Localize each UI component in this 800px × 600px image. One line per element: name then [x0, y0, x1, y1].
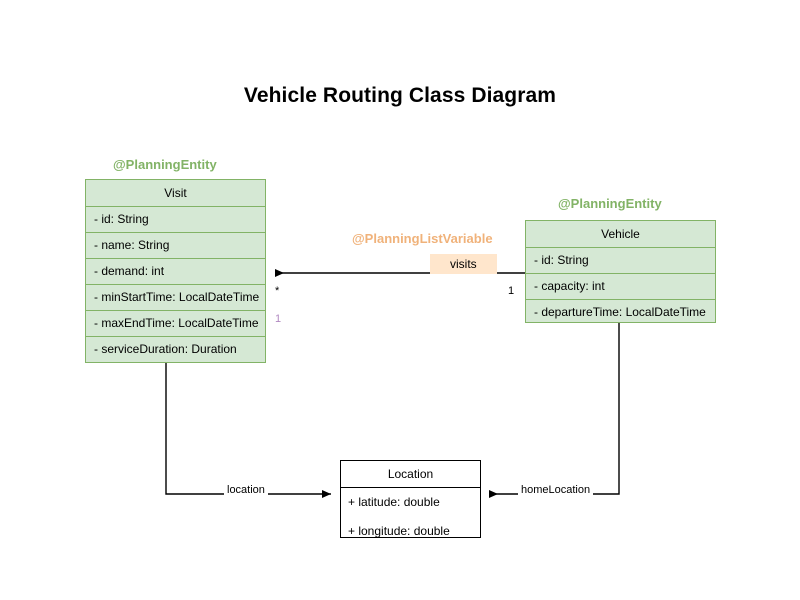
- edge-label-visits: visits: [430, 254, 497, 274]
- class-attribute: - demand: int: [86, 259, 265, 285]
- class-name-location: Location: [341, 461, 480, 488]
- multiplicity-visits-target: *: [275, 285, 280, 297]
- class-attribute: + longitude: double: [348, 524, 450, 538]
- class-box-location[interactable]: Location + latitude: double + longitude:…: [340, 460, 481, 538]
- edge-label-location: location: [224, 484, 268, 496]
- multiplicity-visits-source: 1: [508, 285, 515, 297]
- edge-home-location: [489, 323, 620, 498]
- class-attribute: - minStartTime: LocalDateTime: [86, 285, 265, 311]
- class-attribute: - maxEndTime: LocalDateTime: [86, 311, 265, 337]
- class-attribute: - name: String: [86, 233, 265, 259]
- edge-location: [165, 363, 331, 498]
- class-attribute: - id: String: [526, 248, 715, 274]
- class-box-visit[interactable]: Visit - id: String - name: String - dema…: [85, 179, 266, 363]
- annotation-visit-planning-entity: @PlanningEntity: [113, 157, 217, 172]
- annotation-vehicle-planning-entity: @PlanningEntity: [558, 196, 662, 211]
- class-attribute: - departureTime: LocalDateTime: [534, 305, 706, 319]
- class-attribute: - capacity: int: [526, 274, 715, 300]
- class-attribute: + latitude: double: [348, 495, 440, 509]
- class-name-vehicle: Vehicle: [526, 221, 715, 248]
- multiplicity-visits-target-secondary: 1: [275, 313, 282, 325]
- page-title: Vehicle Routing Class Diagram: [243, 84, 557, 107]
- edge-label-home-location: homeLocation: [518, 484, 594, 496]
- class-attribute: - serviceDuration: Duration: [94, 342, 237, 356]
- class-box-vehicle[interactable]: Vehicle - id: String - capacity: int - d…: [525, 220, 716, 323]
- class-name-visit: Visit: [86, 180, 265, 207]
- annotation-visits-planning-list-variable: @PlanningListVariable: [352, 231, 493, 246]
- class-attribute: - id: String: [86, 207, 265, 233]
